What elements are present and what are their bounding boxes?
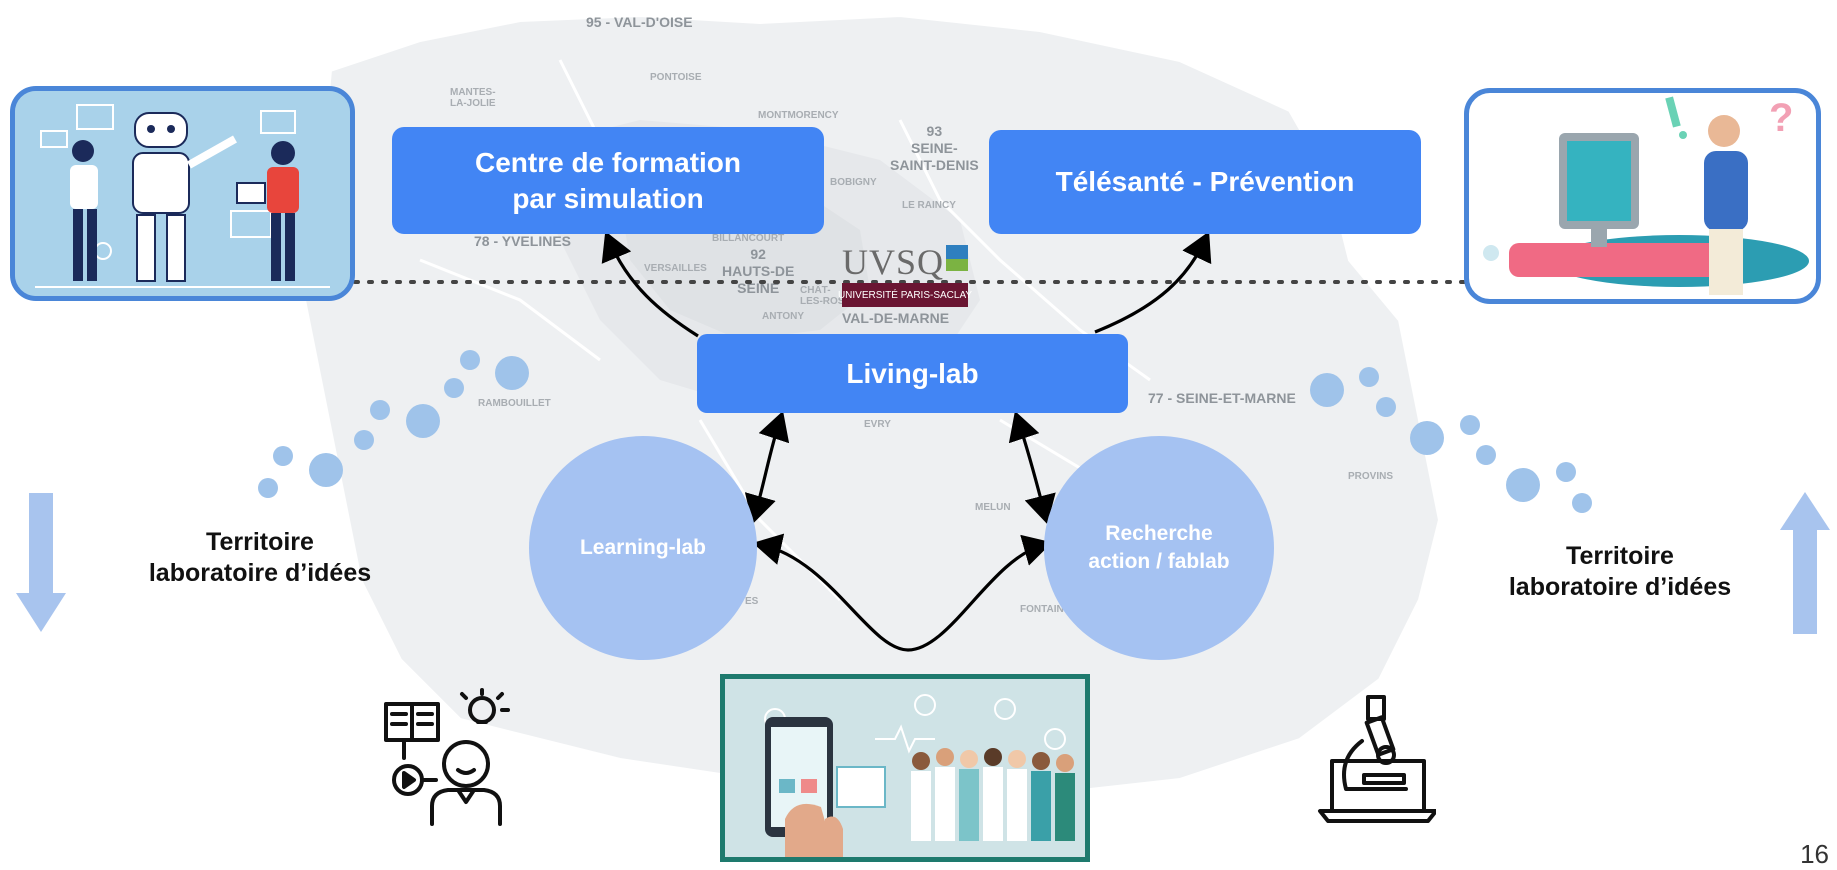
map-label-rambouillet: RAMBOUILLET bbox=[478, 398, 551, 409]
map-label-billancourt: BILLANCOURT bbox=[712, 233, 785, 244]
map-label-val-de-marne: VAL-DE-MARNE bbox=[842, 310, 950, 326]
box-living-lab-label: Living-lab bbox=[846, 357, 979, 389]
up-arrow-icon bbox=[1780, 492, 1830, 634]
robot-team-illustration bbox=[10, 86, 355, 301]
svg-text:?: ? bbox=[1769, 96, 1793, 140]
map-label-montmorency: MONTMORENCY bbox=[758, 110, 839, 121]
map-label-fontainebleau: FONTAIN bbox=[1020, 604, 1064, 615]
uvsq-wordmark: UVSQ bbox=[842, 242, 945, 282]
map-label-seine-et-marne: 77 - SEINE-ET-MARNE bbox=[1148, 390, 1296, 406]
map-label-melun: MELUN bbox=[975, 502, 1011, 513]
circle-learning-lab: Learning-lab bbox=[529, 436, 757, 660]
digital-health-team-illustration bbox=[720, 674, 1090, 862]
map-label-pontoise: PONTOISE bbox=[650, 72, 702, 83]
robot-illustration-icon bbox=[15, 91, 350, 296]
circle-recherche-label: Recherche action / fablab bbox=[1088, 522, 1230, 573]
map-label-bobigny: BOBIGNY bbox=[830, 177, 877, 188]
map-label-chatillon: CHÂT- LES-ROS bbox=[800, 285, 845, 307]
uvsq-paris-saclay-logo: UVSQ UNIVERSITÉ PARIS-SACLAY bbox=[838, 241, 972, 311]
box-telesante-label: Télésanté - Prévention bbox=[1055, 166, 1355, 197]
down-arrow-icon bbox=[16, 493, 66, 632]
circle-learning-lab-label: Learning-lab bbox=[579, 536, 706, 559]
map-label-etampes: ES bbox=[745, 596, 759, 607]
territory-label-left: Territoire laboratoire d’idées bbox=[148, 528, 372, 587]
uvsq-emblem-icon bbox=[946, 245, 968, 271]
box-telesante-prevention: Télésanté - Prévention bbox=[989, 130, 1421, 234]
box-centre-simulation: Centre de formation par simulation bbox=[392, 127, 824, 234]
map-label-yvelines: 78 - YVELINES bbox=[474, 233, 572, 249]
map-label-val-doise: 95 - VAL-D'OISE bbox=[586, 14, 693, 30]
confused-person-icon: ? bbox=[1483, 96, 1809, 295]
map-label-evry: EVRY bbox=[864, 419, 891, 430]
page-number: 16 bbox=[1800, 839, 1829, 869]
digital-health-icon bbox=[725, 679, 1085, 857]
map-label-provins: PROVINS bbox=[1348, 471, 1394, 482]
map-label-mantes: MANTES- LA-JOLIE bbox=[450, 87, 496, 109]
territory-label-right: Territoire laboratoire d’idées bbox=[1508, 542, 1732, 601]
confused-person-computer-illustration: ? bbox=[1464, 88, 1821, 304]
map-label-le-raincy: LE RAINCY bbox=[902, 200, 956, 211]
circle-recherche-fablab: Recherche action / fablab bbox=[1044, 436, 1274, 660]
map-label-antony: ANTONY bbox=[762, 311, 805, 322]
map-label-seine-saint-denis: 93 SEINE- SAINT-DENIS bbox=[890, 123, 979, 173]
paris-saclay-wordmark: UNIVERSITÉ PARIS-SACLAY bbox=[838, 283, 972, 307]
map-label-versailles: VERSAILLES bbox=[644, 263, 707, 274]
box-centre-simulation-label: Centre de formation par simulation bbox=[474, 146, 742, 214]
map-label-hauts-de-seine: 92 HAUTS-DE SEINE bbox=[722, 246, 795, 296]
box-living-lab: Living-lab bbox=[697, 334, 1128, 413]
microscope-laptop-icon bbox=[1318, 695, 1436, 823]
learner-idea-icon bbox=[384, 688, 510, 826]
